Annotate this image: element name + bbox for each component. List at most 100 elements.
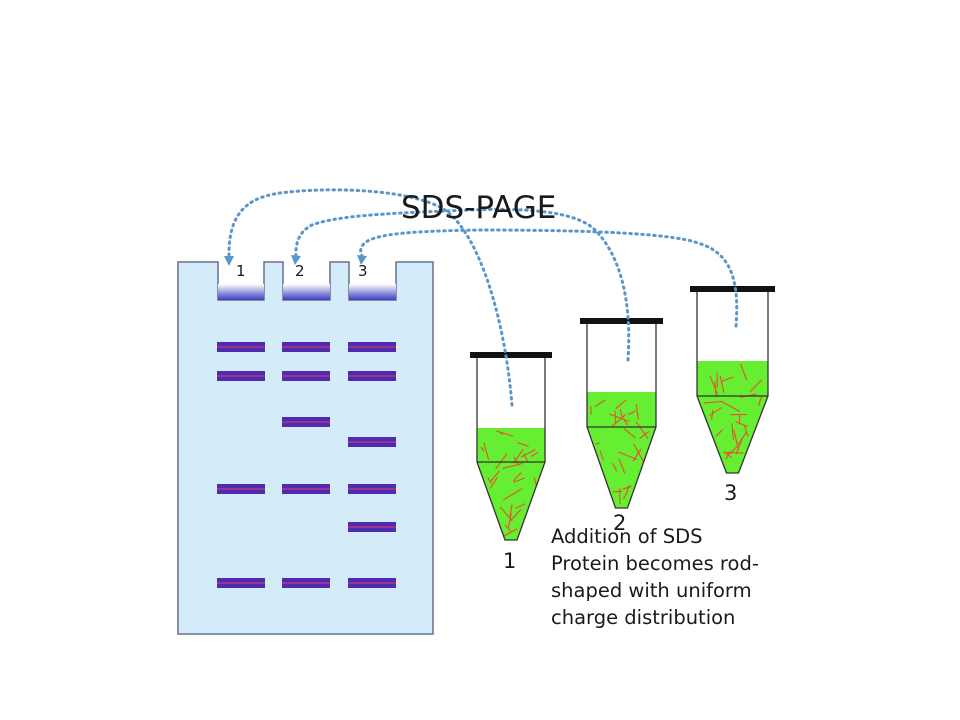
protein-rod (703, 400, 724, 404)
protein-rod (743, 424, 749, 437)
protein-rod (490, 477, 498, 489)
protein-rod (721, 376, 734, 382)
protein-rod (502, 462, 523, 470)
lane-label-3: 3 (358, 262, 368, 280)
tube-cap (470, 352, 552, 358)
protein-rod (612, 490, 623, 493)
protein-rod (483, 442, 490, 460)
protein-rod (503, 488, 523, 501)
tube-label-2: 2 (613, 511, 627, 535)
protein-rod (609, 413, 630, 423)
protein-rod (711, 409, 714, 421)
tube-outline (476, 357, 546, 541)
protein-rod (715, 429, 724, 437)
protein-rod (617, 451, 638, 461)
tube-outline (696, 291, 769, 474)
protein-rod (496, 430, 514, 437)
protein-rod (533, 477, 537, 486)
lane-label-1: 1 (236, 262, 246, 280)
protein-rod (633, 443, 645, 463)
protein-rod (635, 404, 639, 420)
protein-rod (725, 450, 731, 460)
protein-rod (599, 450, 605, 461)
arrow-heads (224, 255, 367, 266)
protein-rod (619, 408, 623, 418)
protein-rod (480, 446, 485, 452)
protein-rod (735, 420, 749, 428)
protein-rod (489, 470, 500, 483)
protein-rod (515, 503, 526, 509)
protein-rod (503, 528, 518, 537)
arrow-tube-3-to-lane-3 (359, 228, 739, 328)
tube-liquid (477, 428, 545, 540)
well-lane-2 (283, 284, 330, 300)
protein-rods (480, 430, 539, 537)
protein-rod (507, 512, 512, 528)
caption-line-1: Addition of SDS (551, 525, 703, 548)
protein-rod (530, 451, 539, 457)
protein-rod (512, 448, 524, 464)
protein-rod (612, 462, 618, 472)
protein-rods (703, 363, 763, 460)
arrowhead-lane-1 (224, 256, 234, 266)
protein-rod (627, 410, 636, 416)
protein-rod (504, 524, 511, 532)
transfer-arrows (227, 188, 739, 407)
tube-liquid (587, 392, 656, 508)
protein-rod (510, 509, 522, 521)
protein-rod (719, 375, 725, 393)
protein-rod (709, 375, 719, 396)
protein-rod (639, 431, 650, 439)
tubes (470, 286, 775, 541)
protein-rod (595, 442, 600, 445)
tube-cap (690, 286, 775, 292)
protein-rod (625, 485, 630, 495)
protein-rod (615, 399, 627, 410)
well-lane-3 (349, 284, 396, 300)
diagram-title: SDS-PAGE (401, 190, 557, 226)
caption-line-4: charge distribution (551, 606, 736, 629)
protein-rod (499, 506, 513, 522)
protein-rod (758, 396, 763, 406)
protein-rods (590, 399, 650, 505)
protein-rod (618, 458, 626, 474)
protein-rod (749, 379, 763, 392)
protein-rod (521, 449, 536, 458)
arrow-tube-1-to-lane-1 (227, 188, 514, 407)
gel-bands (217, 342, 396, 588)
protein-rod (517, 441, 529, 447)
tube-label-1: 1 (503, 549, 517, 573)
caption-line-2: Protein becomes rod- (551, 552, 759, 575)
arrowhead-lane-2 (291, 255, 301, 265)
protein-rod (721, 401, 741, 413)
caption-line-3: shaped with uniform (551, 579, 752, 602)
protein-rod (635, 421, 649, 440)
tube-3 (690, 286, 775, 474)
arrowhead-lane-3 (357, 255, 367, 265)
protein-rod (622, 485, 632, 490)
protein-rod (632, 448, 642, 462)
protein-rod (594, 399, 606, 407)
protein-rod (495, 453, 508, 470)
tube-label-3: 3 (724, 481, 738, 505)
tube-outline (586, 323, 657, 509)
protein-rod (611, 413, 627, 427)
arrow-tube-2-to-lane-2 (294, 207, 631, 362)
protein-rod (512, 472, 522, 482)
protein-rod (487, 477, 492, 484)
tube-2 (580, 318, 663, 509)
protein-rod (623, 427, 636, 439)
protein-rod (740, 363, 748, 381)
tube-cap (580, 318, 663, 324)
well-lane-1 (218, 284, 264, 300)
caption: Addition of SDS Protein becomes rod- sha… (551, 523, 881, 631)
protein-rod (709, 406, 723, 416)
protein-rod (714, 381, 717, 398)
protein-rod (735, 437, 744, 455)
protein-rod (509, 504, 513, 517)
protein-rod (513, 477, 525, 483)
lane-label-2: 2 (295, 262, 305, 280)
tube-1 (470, 352, 552, 541)
protein-rod (731, 423, 734, 440)
